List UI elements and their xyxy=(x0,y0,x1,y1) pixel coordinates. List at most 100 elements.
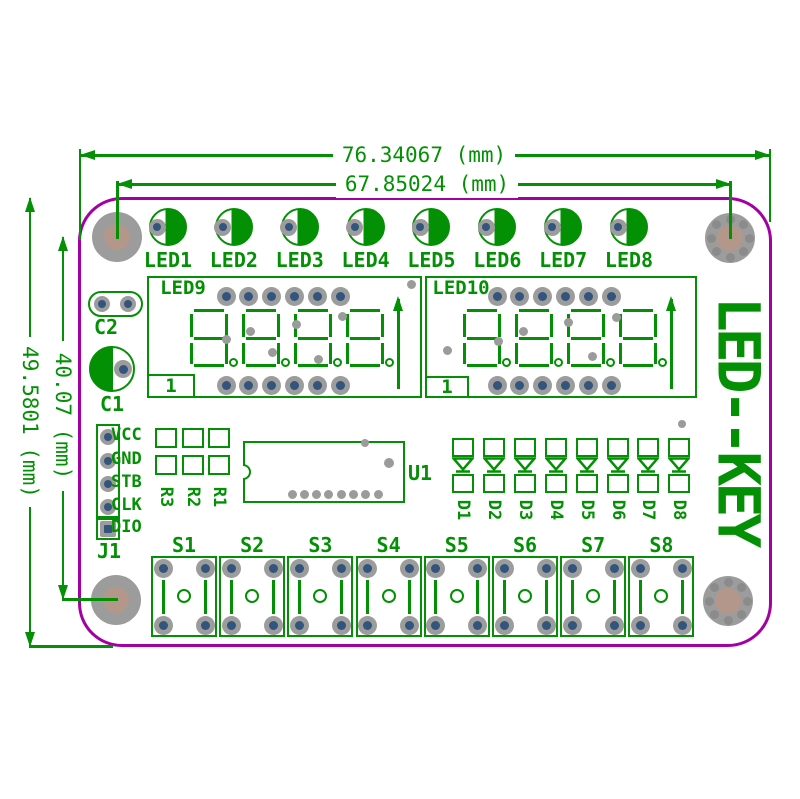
orientation-arrow-shaft xyxy=(397,299,400,389)
pad-drill xyxy=(218,223,227,231)
button-pad xyxy=(153,558,173,578)
pad-drill xyxy=(104,503,112,511)
diode-pad-box xyxy=(544,438,567,457)
pad-drill xyxy=(221,380,231,390)
diode-symbol xyxy=(605,457,630,474)
button-label: S7 xyxy=(581,533,606,557)
extension-line xyxy=(62,597,118,601)
hole-ring-via xyxy=(710,609,720,619)
diode-label: D8 xyxy=(669,499,690,521)
j1-pad xyxy=(100,499,116,515)
display-pad xyxy=(510,286,530,306)
c2-pad xyxy=(94,296,110,312)
button-center-hole xyxy=(177,589,191,603)
pad-drill xyxy=(158,620,168,630)
capacitor-label: C2 xyxy=(93,315,119,339)
pad-drill xyxy=(313,291,323,301)
dimension-arrowhead xyxy=(393,296,404,311)
button-center-hole xyxy=(518,589,532,603)
button-pad xyxy=(494,615,514,635)
via-dot xyxy=(299,489,309,499)
seven-segment-segment xyxy=(346,343,349,364)
diode-label: D5 xyxy=(576,499,597,521)
button-center-hole xyxy=(313,589,328,603)
pad-drill xyxy=(609,620,619,630)
button-outline xyxy=(151,556,217,637)
seven-segment-segment xyxy=(515,314,518,337)
seven-segment-segment xyxy=(571,364,601,367)
pad-drill xyxy=(473,620,483,630)
seven-segment-segment xyxy=(602,314,605,337)
led-pad xyxy=(609,218,627,236)
decimal-point xyxy=(502,358,511,367)
pin1-box xyxy=(147,374,195,398)
display-pad xyxy=(331,375,350,395)
ic-notch-mask xyxy=(232,462,243,482)
pad-drill xyxy=(104,480,112,488)
dimension-arrowhead xyxy=(24,197,35,212)
button-pad xyxy=(195,615,215,635)
dimension-arrowhead xyxy=(716,179,731,189)
button-pad xyxy=(263,615,283,635)
via-dot xyxy=(245,326,255,336)
via-dot xyxy=(349,489,358,499)
pin1-marker: 1 xyxy=(441,375,453,398)
hole-ring-via xyxy=(712,246,722,256)
button-outline xyxy=(423,556,490,637)
pad-drill xyxy=(294,563,304,573)
seven-segment-segment xyxy=(329,343,332,364)
diode-label: D6 xyxy=(607,499,628,521)
diode-pad-box xyxy=(606,438,629,457)
seven-segment-segment xyxy=(519,364,549,367)
led-pad xyxy=(214,218,232,236)
pad-drill xyxy=(515,380,525,390)
pad-drill xyxy=(635,563,645,573)
diode-pad-box xyxy=(606,474,629,493)
pad-drill xyxy=(336,620,346,630)
button-contact-line xyxy=(434,580,438,614)
button-pad xyxy=(426,615,446,635)
via-dot xyxy=(361,489,371,499)
decimal-point xyxy=(606,358,615,367)
j1-pin-label: VCC xyxy=(111,425,142,445)
pin1-box xyxy=(425,376,469,398)
button-outline xyxy=(560,556,627,637)
display-outline xyxy=(425,276,697,398)
hole-ring-via xyxy=(704,596,714,606)
seven-segment-segment xyxy=(246,364,276,367)
button-center-hole xyxy=(449,589,464,603)
pad-drill xyxy=(290,380,300,390)
seven-segment-segment xyxy=(277,314,280,337)
pad-drill xyxy=(405,563,415,573)
seven-segment-segment xyxy=(519,309,549,312)
display-pad xyxy=(487,375,507,395)
j1-pad xyxy=(100,476,116,492)
seven-segment-segment xyxy=(498,314,501,337)
button-pad xyxy=(221,558,241,578)
j1-pin-label: STB xyxy=(111,472,142,492)
seven-segment-segment xyxy=(498,343,501,364)
display-pad xyxy=(216,286,236,306)
resistor-pad-box xyxy=(155,455,177,475)
dimension-arrowhead xyxy=(666,296,677,311)
seven-segment-segment xyxy=(515,343,518,364)
diode-pad-box xyxy=(544,474,567,493)
button-contact-line xyxy=(544,580,548,614)
button-contact-line xyxy=(408,580,412,614)
display-pad xyxy=(579,375,599,395)
pad-drill xyxy=(548,223,557,231)
button-pad xyxy=(358,558,378,578)
display-pad xyxy=(239,286,259,306)
pad-drill xyxy=(244,291,254,301)
seven-segment-segment xyxy=(194,337,224,340)
display-pad xyxy=(308,286,328,306)
dimension-width-outer: 76.34067 (mm) xyxy=(333,141,515,169)
via-dot xyxy=(312,489,322,499)
pad-drill xyxy=(499,563,509,573)
display-pad xyxy=(262,286,282,306)
seven-segment-segment xyxy=(550,343,553,364)
diode-pad-box xyxy=(513,474,536,493)
button-pad xyxy=(358,615,378,635)
pad-drill xyxy=(677,620,687,630)
button-contact-line xyxy=(271,580,275,614)
